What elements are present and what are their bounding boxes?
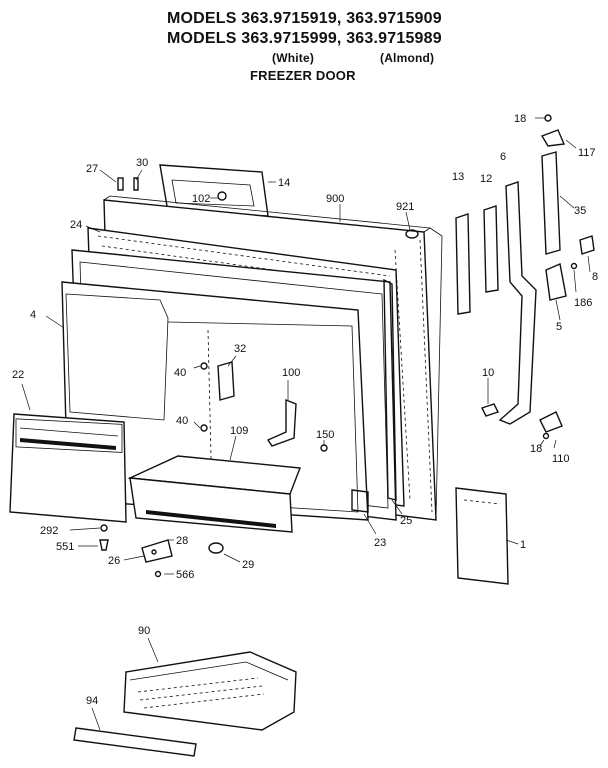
- callout-117: 117: [578, 147, 596, 159]
- callout-18-top: 18: [514, 113, 526, 125]
- part-8-plug: [579, 235, 595, 255]
- callout-12: 12: [480, 173, 492, 185]
- part-102-plug: [217, 191, 227, 201]
- part-26-plate: [151, 549, 157, 555]
- part-6-hinge: [498, 181, 537, 425]
- part-110-bottom-hinge: [539, 411, 563, 433]
- part-186-screw: [570, 262, 578, 270]
- part-13-hinge-bar: [455, 213, 471, 315]
- part-18-screw-bottom: [542, 432, 550, 440]
- part-117-cap: [540, 129, 566, 147]
- callout-18-bottom: 18: [530, 443, 542, 455]
- callout-292: 292: [40, 525, 58, 537]
- callout-28: 28: [176, 535, 188, 547]
- callout-900: 900: [326, 193, 344, 205]
- part-29-cap: [208, 542, 224, 554]
- part-566-screw: [154, 570, 162, 578]
- part-28-plate: [141, 539, 173, 563]
- part-1-instruction-booklet: [455, 487, 509, 585]
- part-921-plug: [405, 229, 419, 239]
- callout-30: 30: [136, 157, 148, 169]
- callout-1: 1: [520, 539, 526, 551]
- callout-35: 35: [574, 205, 586, 217]
- color-almond-label: (Almond): [380, 51, 435, 65]
- part-5-hinge-plate: [545, 263, 567, 301]
- callout-109: 109: [230, 425, 248, 437]
- callout-23: 23: [374, 537, 386, 549]
- callout-150: 150: [316, 429, 334, 441]
- part-27-screw: [117, 177, 124, 191]
- part-40-screw-a: [200, 362, 208, 370]
- part-32-bracket: [217, 361, 235, 401]
- part-23-strip: [351, 489, 369, 513]
- part-22-front-panel: [9, 413, 127, 523]
- callout-40-b: 40: [176, 415, 188, 427]
- part-30-clip: [133, 177, 139, 191]
- callout-13: 13: [452, 171, 464, 183]
- part-35-hinge-arm: [541, 151, 561, 255]
- callout-186: 186: [574, 297, 592, 309]
- part-551-screw: [99, 539, 109, 551]
- part-25-strip: [383, 278, 397, 501]
- callout-24: 24: [70, 219, 82, 231]
- callout-551: 551: [56, 541, 74, 553]
- callout-26: 26: [108, 555, 120, 567]
- callout-6: 6: [500, 151, 506, 163]
- callout-100: 100: [282, 367, 300, 379]
- callout-29: 29: [242, 559, 254, 571]
- callout-27: 27: [86, 163, 98, 175]
- part-100-bracket: [266, 398, 297, 447]
- callout-10: 10: [482, 367, 494, 379]
- callout-110: 110: [552, 453, 570, 465]
- part-292-screw: [100, 524, 108, 532]
- callout-40-a: 40: [174, 367, 186, 379]
- models-line-2: MODELS 363.9715999, 363.9715989: [167, 30, 442, 47]
- part-40-screw-b: [200, 424, 208, 432]
- part-10-bushing: [481, 403, 499, 417]
- callout-25: 25: [400, 515, 412, 527]
- callout-102: 102: [192, 193, 210, 205]
- part-12-hinge-bar: [483, 205, 499, 293]
- callout-14: 14: [278, 177, 290, 189]
- section-title: FREEZER DOOR: [250, 68, 356, 83]
- callout-32: 32: [234, 343, 246, 355]
- color-white-label: (White): [272, 51, 315, 65]
- callout-566: 566: [176, 569, 194, 581]
- part-109-shelf-bin: [127, 455, 301, 533]
- models-line-1: MODELS 363.9715919, 363.9715909: [167, 10, 442, 27]
- callout-90: 90: [138, 625, 150, 637]
- callout-921: 921: [396, 201, 414, 213]
- callout-8: 8: [592, 271, 598, 283]
- callout-22: 22: [12, 369, 24, 381]
- callout-4: 4: [30, 309, 36, 321]
- callout-5: 5: [556, 321, 562, 333]
- part-90-basket: [123, 651, 297, 731]
- part-94-trim-strip: [73, 727, 197, 757]
- leader-lines: [21, 117, 591, 731]
- callout-94: 94: [86, 695, 98, 707]
- callout-labels: 18 117 27 30 14 102 900 921 13 12 6 35 8…: [12, 113, 598, 707]
